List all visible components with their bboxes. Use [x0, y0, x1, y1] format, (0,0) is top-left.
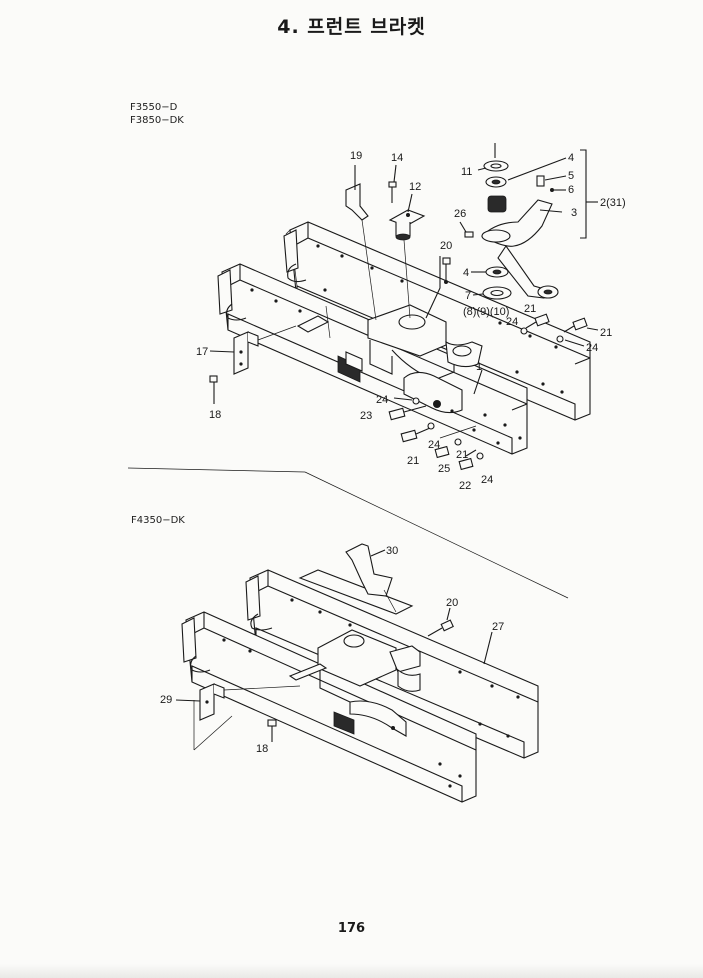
callout-1: 1 — [476, 361, 482, 373]
callout-6: 6 — [568, 184, 574, 196]
model-label-upper: F3550−D F3850−DK — [130, 101, 184, 127]
callout-5: 5 — [568, 170, 574, 182]
callout-18: 18 — [209, 409, 221, 421]
callout-24-e: 24 — [481, 474, 493, 486]
part-3-steering-arm — [481, 175, 567, 299]
part-19-bracket — [345, 165, 377, 321]
callout-4-top: 4 — [568, 152, 574, 164]
part-26-bolt — [459, 221, 474, 238]
callout-24-b: 24 — [586, 342, 598, 354]
lower-part-18-bolt — [267, 719, 277, 742]
part-12-mount — [388, 193, 426, 319]
page-title: 4. 프런트 브라켓 — [277, 16, 426, 38]
callout-24-d: 24 — [428, 439, 440, 451]
lower-top-plate — [298, 543, 414, 615]
lower-part-29-bracket — [175, 683, 301, 751]
callout-21-b: 21 — [600, 327, 612, 339]
callout-20-lower: 20 — [446, 597, 458, 609]
callout-18-lower: 18 — [256, 743, 268, 755]
callout-21-c: 21 — [407, 455, 419, 467]
lower-assembly — [175, 543, 539, 803]
upper-assembly — [209, 143, 599, 471]
callout-14: 14 — [391, 152, 403, 164]
callout-27: 27 — [492, 621, 504, 633]
callout-bracket-2-31 — [425, 143, 598, 319]
scan-edge — [0, 964, 703, 978]
callout-21-d: 21 — [456, 449, 468, 461]
upper-right-fasteners — [520, 313, 599, 347]
callout-2-31: 2(31) — [600, 197, 626, 209]
callout-26: 26 — [454, 208, 466, 220]
callout-23: 23 — [360, 410, 372, 422]
callout-7: 7 — [465, 290, 471, 302]
model-label-lower: F4350−DK — [131, 515, 185, 526]
callout-19: 19 — [350, 150, 362, 162]
separator-left — [127, 467, 306, 473]
callout-25: 25 — [438, 463, 450, 475]
upper-lower-fasteners — [388, 397, 484, 471]
lower-callout-labels: 30 20 27 29 18 — [160, 545, 504, 755]
upper-callout-labels: 19 14 12 11 4 5 6 3 2(31) 26 20 4 7 (8)(… — [196, 150, 626, 492]
callout-20: 20 — [440, 240, 452, 252]
callout-11: 11 — [461, 166, 472, 178]
page-number: 176 — [337, 921, 366, 936]
upper-lower-nut-washer — [471, 266, 512, 300]
callout-24-a: 24 — [506, 316, 518, 328]
upper-cross-plate — [296, 305, 331, 339]
callout-3: 3 — [571, 207, 577, 219]
callout-30: 30 — [386, 545, 398, 557]
callout-24-c: 24 — [376, 394, 388, 406]
upper-kingpin-stack — [477, 157, 567, 213]
part-17-bracket — [209, 325, 297, 404]
callout-17: 17 — [196, 346, 208, 358]
callout-29: 29 — [160, 694, 172, 706]
callout-22: 22 — [459, 480, 471, 492]
callout-12: 12 — [409, 181, 421, 193]
callout-4-lower: 4 — [463, 267, 469, 279]
lower-center-bracket — [288, 629, 421, 737]
part-20-bolt — [442, 257, 451, 284]
model-f3550: F3550−D — [130, 102, 178, 113]
callout-8-9-10: (8)(9)(10) — [463, 306, 509, 318]
lower-front-rail — [181, 611, 477, 803]
lower-part-20-bolt — [427, 607, 454, 637]
model-f3850: F3850−DK — [130, 115, 184, 126]
part-14-bolt — [388, 164, 397, 203]
callout-21-a: 21 — [524, 303, 536, 315]
separator-right — [304, 471, 569, 599]
